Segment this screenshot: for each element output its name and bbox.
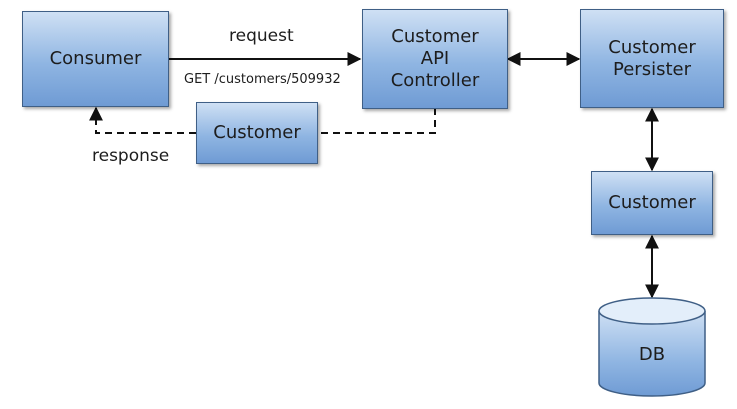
customer-entity-node: Customer (591, 171, 713, 235)
persister-label: Customer Persister (608, 36, 696, 80)
db-node: DB (598, 296, 706, 398)
consumer-label: Consumer (49, 48, 142, 69)
db-label: DB (638, 344, 666, 365)
api-controller-node: Customer API Controller (362, 9, 508, 109)
customer-response-node: Customer (196, 102, 318, 164)
api-controller-label: Customer API Controller (390, 26, 480, 91)
request-label: request (229, 26, 294, 46)
consumer-node: Consumer (22, 11, 169, 107)
response-path (318, 108, 436, 134)
response-label: response (92, 146, 170, 166)
customer-response-label: Customer (213, 122, 301, 143)
response-arrow (89, 106, 196, 134)
database-cylinder-icon (598, 297, 706, 397)
customer-entity-label: Customer (608, 192, 696, 213)
request-endpoint-label: GET /customers/509932 (184, 72, 341, 87)
persister-node: Customer Persister (580, 9, 724, 108)
